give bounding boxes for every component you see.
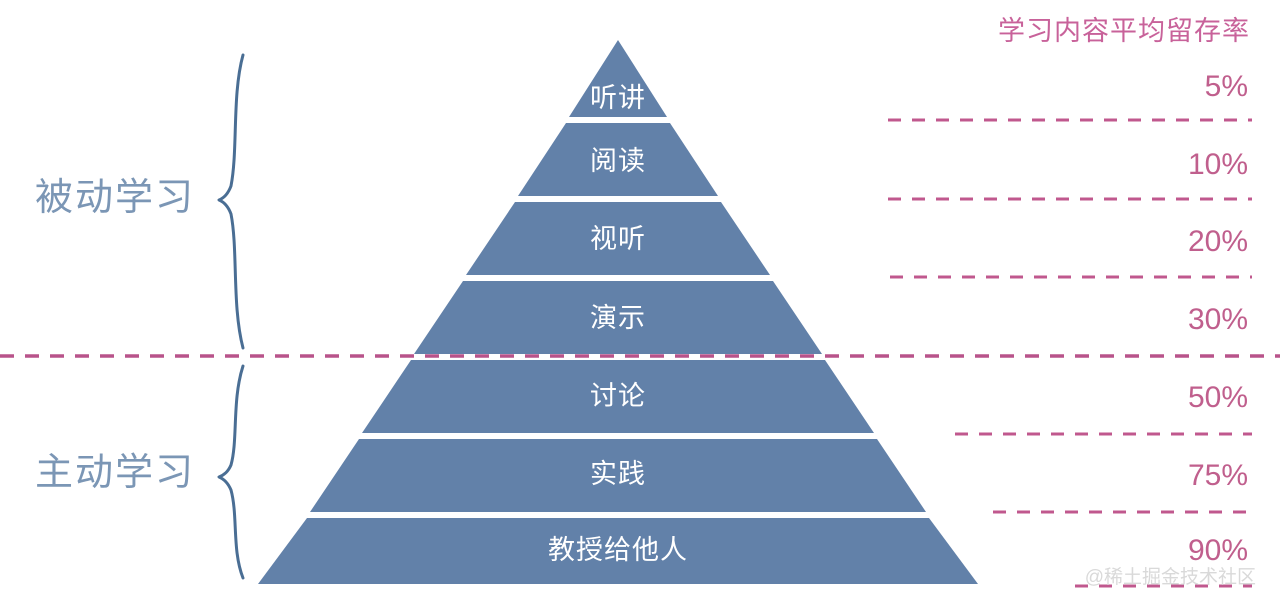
active-learning-brace xyxy=(217,364,245,580)
retention-column-title: 学习内容平均留存率 xyxy=(998,16,1250,46)
percent-value-teaching-others: 90% xyxy=(1188,534,1248,567)
percent-value-demonstration: 30% xyxy=(1188,303,1248,336)
group-label-passive-learning: 被动学习 xyxy=(35,177,195,219)
pyramid-label-demonstration: 演示 xyxy=(590,303,646,333)
passive-learning-brace xyxy=(217,53,245,350)
percent-value-audiovisual: 20% xyxy=(1188,225,1248,258)
pyramid-label-teaching-others: 教授给他人 xyxy=(548,535,688,565)
pyramid-level-labels: 听讲 阅读 视听 演示 讨论 实践 教授给他人 xyxy=(548,83,688,565)
percent-value-listening: 5% xyxy=(1205,70,1248,103)
percent-value-practice: 75% xyxy=(1188,459,1248,492)
pyramid-label-discussion: 讨论 xyxy=(590,381,646,411)
pyramid-level-4[interactable] xyxy=(414,281,822,354)
pyramid-level-6[interactable] xyxy=(310,439,926,512)
retention-percent-values: 5% 10% 20% 30% 50% 75% 90% xyxy=(1188,70,1248,567)
group-braces xyxy=(217,53,245,580)
pyramid-level-2[interactable] xyxy=(518,123,718,196)
retention-separator-lines xyxy=(888,118,1252,588)
pyramid-level-3[interactable] xyxy=(466,202,770,275)
pyramid-label-reading: 阅读 xyxy=(590,146,646,176)
pyramid-label-listening: 听讲 xyxy=(590,83,646,113)
pyramid-level-5[interactable] xyxy=(362,360,874,433)
watermark-text: @稀土掘金技术社区 xyxy=(1085,566,1256,588)
pyramid-level-7[interactable] xyxy=(258,518,978,584)
pyramid-level-1[interactable] xyxy=(569,40,667,117)
pyramid-levels xyxy=(258,40,978,584)
percent-value-reading: 10% xyxy=(1188,148,1248,181)
pyramid-label-practice: 实践 xyxy=(590,459,646,489)
group-label-active-learning: 主动学习 xyxy=(35,452,195,494)
pyramid-label-audiovisual: 视听 xyxy=(590,224,646,254)
group-labels: 被动学习 主动学习 xyxy=(35,177,195,494)
percent-value-discussion: 50% xyxy=(1188,381,1248,414)
